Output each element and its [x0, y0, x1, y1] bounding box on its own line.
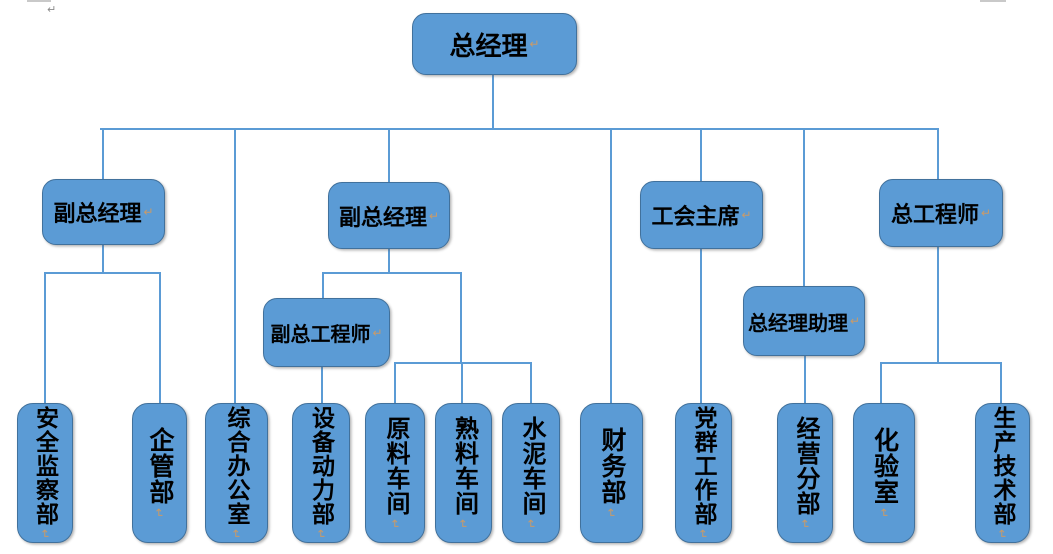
- connector-workshops-bar: [394, 362, 532, 364]
- connector-chief-engineer-stem: [937, 247, 939, 363]
- paragraph-mark: ↵: [152, 507, 167, 519]
- node-raw-material-workshop[interactable]: 原料车间 ↵: [365, 403, 425, 543]
- node-label: 副总工程师: [270, 324, 371, 346]
- connector-drop-gm-assistant: [803, 128, 805, 286]
- node-label: 生产技术部: [990, 406, 1015, 526]
- node-label: 设备动力部: [308, 406, 334, 526]
- node-label: 熟料车间: [450, 416, 477, 516]
- node-label: 总经理: [449, 31, 528, 61]
- connector-deputy-gm-2-stem: [388, 249, 390, 274]
- connector-drop-finance: [610, 128, 612, 403]
- paragraph-mark: ↵: [143, 205, 154, 219]
- paragraph-mark: ↵: [524, 518, 538, 530]
- node-chief-engineer[interactable]: 总工程师↵: [879, 179, 1003, 247]
- node-label: 财务部: [598, 427, 625, 505]
- node-finance-dept[interactable]: 财务部 ↵: [580, 403, 643, 543]
- connector-deputy-gm-2-bar: [322, 272, 462, 274]
- paragraph-mark: ↵: [388, 518, 402, 530]
- node-label: 副总经理: [53, 201, 142, 226]
- node-label: 水泥车间: [518, 416, 544, 516]
- connector-drop-enterprise-mgmt: [159, 272, 161, 403]
- node-label: 党群工作部: [691, 406, 716, 526]
- paragraph-mark: ↵: [995, 528, 1010, 540]
- node-general-office[interactable]: 综合办公室 ↵: [205, 403, 268, 543]
- node-deputy-general-manager-2[interactable]: 副总经理↵: [328, 182, 450, 249]
- node-deputy-chief-engineer[interactable]: 副总工程师↵: [263, 298, 390, 367]
- node-label: 总工程师: [890, 202, 979, 227]
- paragraph-mark: ↵: [229, 528, 244, 540]
- connector-drop-raw-material-workshop: [394, 362, 396, 403]
- node-label: 原料车间: [382, 416, 408, 516]
- node-clinker-workshop[interactable]: 熟料车间 ↵: [435, 403, 492, 543]
- node-party-mass-work-dept[interactable]: 党群工作部 ↵: [675, 403, 732, 543]
- node-label: 经营分部: [792, 416, 818, 516]
- connector-deputy-gm-1-stem: [102, 245, 104, 273]
- node-label: 副总经理: [338, 204, 427, 230]
- page-border-artifact-left: [27, 0, 51, 2]
- connector-drop-business-division: [804, 356, 806, 403]
- connector-drop-equipment-power: [321, 367, 323, 403]
- connector-top-bar: [100, 128, 939, 130]
- node-label: 企管部: [146, 427, 173, 505]
- connector-drop-deputy-gm-1: [102, 128, 104, 179]
- connector-drop-union-chairman: [700, 128, 702, 181]
- paragraph-mark: ↵: [456, 518, 471, 530]
- paragraph-mark: ↵: [877, 507, 891, 519]
- node-equipment-power-dept[interactable]: 设备动力部 ↵: [292, 403, 350, 543]
- paragraph-mark: ↵: [798, 518, 812, 530]
- connector-drop-cement-workshop: [530, 362, 532, 403]
- node-production-tech-dept[interactable]: 生产技术部 ↵: [975, 403, 1030, 543]
- node-general-manager[interactable]: 总经理↵: [412, 13, 577, 75]
- node-cement-workshop[interactable]: 水泥车间 ↵: [502, 403, 560, 543]
- node-enterprise-mgmt-dept[interactable]: 企管部 ↵: [132, 403, 187, 543]
- paragraph-mark: ↵: [38, 528, 52, 540]
- paragraph-mark: ↵: [47, 3, 57, 16]
- connector-drop-production-tech: [1000, 362, 1002, 403]
- connector-gm-trunk: [492, 75, 494, 129]
- paragraph-mark: ↵: [314, 528, 328, 540]
- node-laboratory[interactable]: 化验室 ↵: [853, 403, 915, 543]
- paragraph-mark: ↵: [604, 507, 619, 519]
- node-label: 工会主席: [651, 204, 740, 229]
- node-label: 化验室: [870, 427, 898, 505]
- node-union-chairman[interactable]: 工会主席↵: [640, 181, 763, 249]
- paragraph-mark: ↵: [849, 314, 861, 328]
- node-label: 安全监察部: [32, 406, 58, 526]
- paragraph-mark: ↵: [696, 528, 711, 540]
- node-gm-assistant[interactable]: 总经理助理↵: [743, 286, 865, 356]
- connector-drop-safety-supervision: [44, 272, 46, 403]
- paragraph-mark: ↵: [372, 325, 383, 340]
- node-business-division[interactable]: 经营分部 ↵: [777, 403, 833, 543]
- paragraph-mark: ↵: [741, 208, 752, 222]
- connector-chief-engineer-bar: [880, 362, 1002, 364]
- connector-drop-deputy-gm-2: [388, 128, 390, 182]
- connector-drop-laboratory: [880, 362, 882, 403]
- connector-deputy-gm-1-bar: [44, 272, 161, 274]
- connector-drop-clinker-workshop: [461, 362, 463, 403]
- connector-drop-deputy-chief-engineer: [322, 272, 324, 298]
- connector-drop-party-mass-work: [700, 249, 702, 403]
- connector-workshops-riser: [460, 272, 462, 364]
- paragraph-mark: ↵: [428, 208, 440, 223]
- node-safety-supervision-dept[interactable]: 安全监察部 ↵: [17, 403, 73, 543]
- node-label: 综合办公室: [224, 406, 249, 526]
- node-deputy-general-manager-1[interactable]: 副总经理↵: [42, 179, 165, 245]
- node-label: 总经理助理: [747, 312, 848, 335]
- connector-drop-general-office: [234, 128, 236, 403]
- connector-drop-chief-engineer: [937, 128, 939, 179]
- paragraph-mark: ↵: [529, 37, 540, 51]
- page-border-artifact-right: [980, 0, 1006, 2]
- paragraph-mark: ↵: [980, 206, 992, 220]
